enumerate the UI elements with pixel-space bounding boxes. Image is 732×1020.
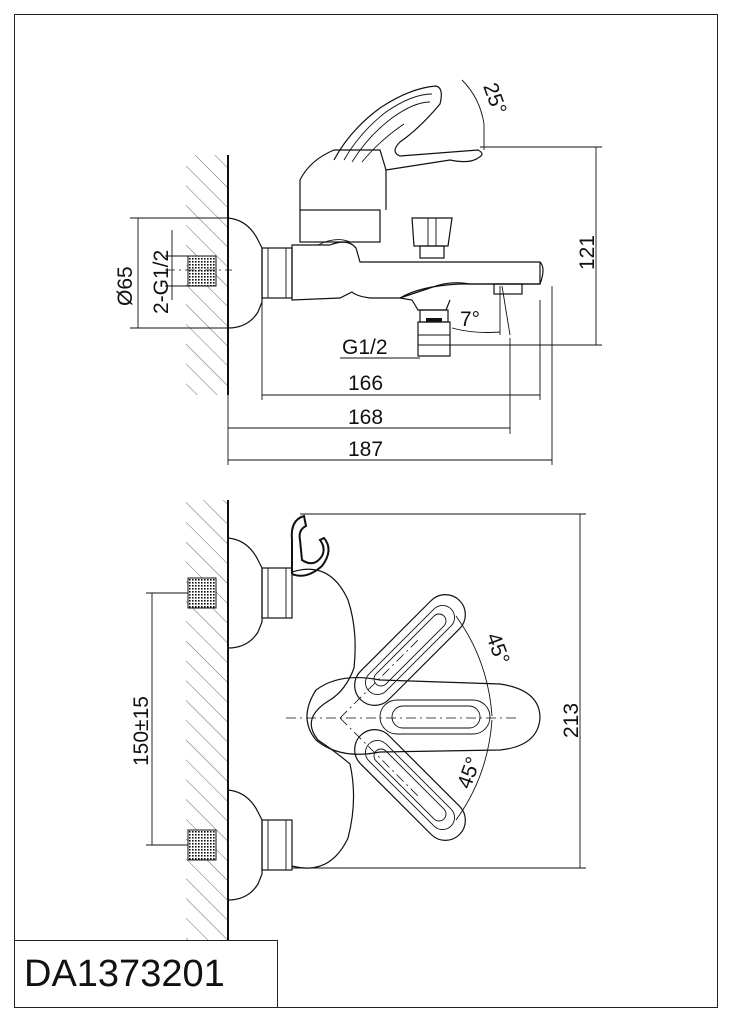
lever-handle <box>333 85 483 171</box>
upper-knurled-nut <box>187 577 217 609</box>
outlet-thread-mark <box>426 318 442 322</box>
lower-knurled-nut <box>187 829 217 861</box>
label-length-168: 168 <box>348 406 383 429</box>
lower-handle <box>354 729 466 841</box>
part-number: DA1373201 <box>24 953 225 995</box>
side-view <box>130 79 602 465</box>
label-inlet-thread: 2-G1/2 <box>150 250 173 314</box>
lower-flange <box>227 789 263 901</box>
shower-outlet <box>399 297 451 311</box>
label-outlet-thread: G1/2 <box>342 336 388 359</box>
upper-flange <box>227 537 263 649</box>
label-angle-lower: 45° <box>453 754 485 792</box>
label-handle-angle: 25° <box>478 80 510 118</box>
label-inlet-spacing: 150±15 <box>130 696 153 766</box>
wall-flange <box>227 217 263 329</box>
upper-handle <box>354 594 466 706</box>
label-length-166: 166 <box>348 372 383 395</box>
label-length-187: 187 <box>348 438 383 461</box>
diverter-knob <box>411 217 453 247</box>
inlet-connector <box>261 247 293 299</box>
label-spout-angle: 7° <box>460 308 480 331</box>
shower-hook <box>290 514 330 577</box>
top-plan-view <box>146 500 586 940</box>
label-height-121: 121 <box>576 235 599 270</box>
part-number-box: DA1373201 <box>14 940 278 1008</box>
label-diameter: Ø65 <box>114 266 137 306</box>
drawing-frame <box>14 14 718 1008</box>
knurled-nut <box>187 255 217 287</box>
mixer-body <box>291 241 544 301</box>
wall-hatch-bottom <box>186 500 228 940</box>
label-angle-upper: 45° <box>481 630 513 668</box>
spout <box>399 262 541 299</box>
handle-hub <box>306 676 541 755</box>
cartridge-housing <box>299 209 381 243</box>
mixer-body-plan <box>291 568 356 869</box>
label-width-213: 213 <box>560 703 583 738</box>
